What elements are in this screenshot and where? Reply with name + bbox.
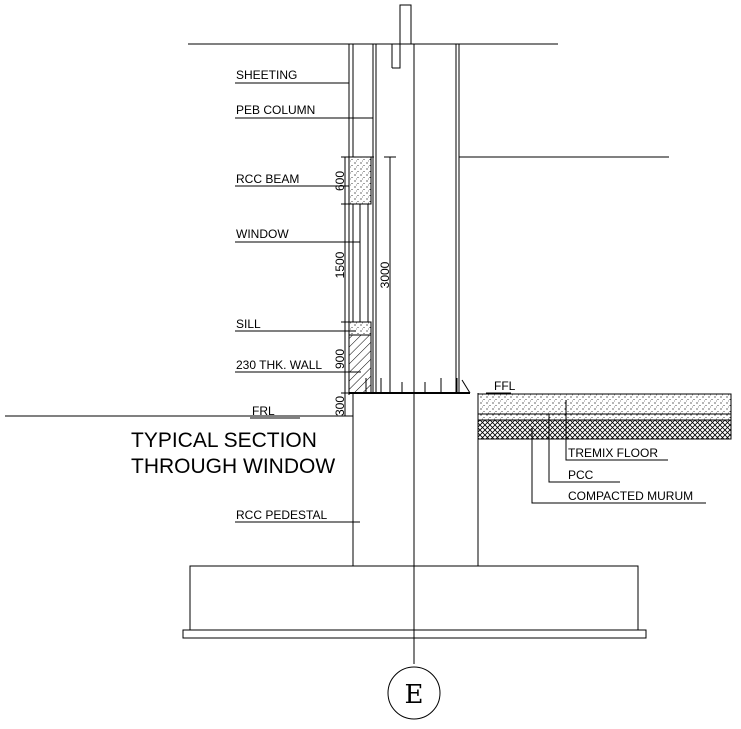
label-peb-column: PEB COLUMN — [236, 103, 315, 117]
dim-window: 1500 — [333, 251, 347, 278]
leaders — [235, 82, 706, 523]
label-wall: 230 THK. WALL — [236, 358, 322, 372]
label-rcc-beam: RCC BEAM — [236, 172, 299, 186]
dim-beam: 600 — [333, 171, 347, 191]
label-pedestal: RCC PEDESTAL — [236, 508, 327, 522]
title-line-1: TYPICAL SECTION — [131, 429, 317, 452]
label-pcc: PCC — [568, 468, 594, 482]
column-cap — [391, 4, 412, 69]
dim-plinth: 300 — [333, 396, 347, 416]
sill — [348, 321, 372, 336]
label-sill: SILL — [236, 317, 261, 331]
dimension-lines — [341, 156, 396, 416]
grid-marker-text: E — [405, 680, 424, 710]
anchor-bolts — [365, 378, 471, 394]
title-line-2: THROUGH WINDOW — [131, 455, 335, 478]
label-window: WINDOW — [236, 227, 289, 241]
dim-column: 3000 — [378, 261, 392, 288]
rcc-beam — [348, 156, 372, 205]
grid-bubble — [387, 666, 441, 720]
wall-230 — [348, 334, 372, 394]
murum-layer — [477, 419, 732, 440]
pcc-layer — [477, 413, 732, 421]
label-frl: FRL — [252, 404, 275, 418]
pcc-bed — [182, 629, 647, 639]
label-sheeting: SHEETING — [236, 68, 297, 82]
dim-wall: 900 — [333, 349, 347, 369]
label-tremix: TREMIX FLOOR — [568, 446, 658, 460]
tremix-floor — [477, 393, 732, 415]
label-ffl: FFL — [494, 379, 516, 393]
label-murum: COMPACTED MURUM — [568, 489, 693, 503]
